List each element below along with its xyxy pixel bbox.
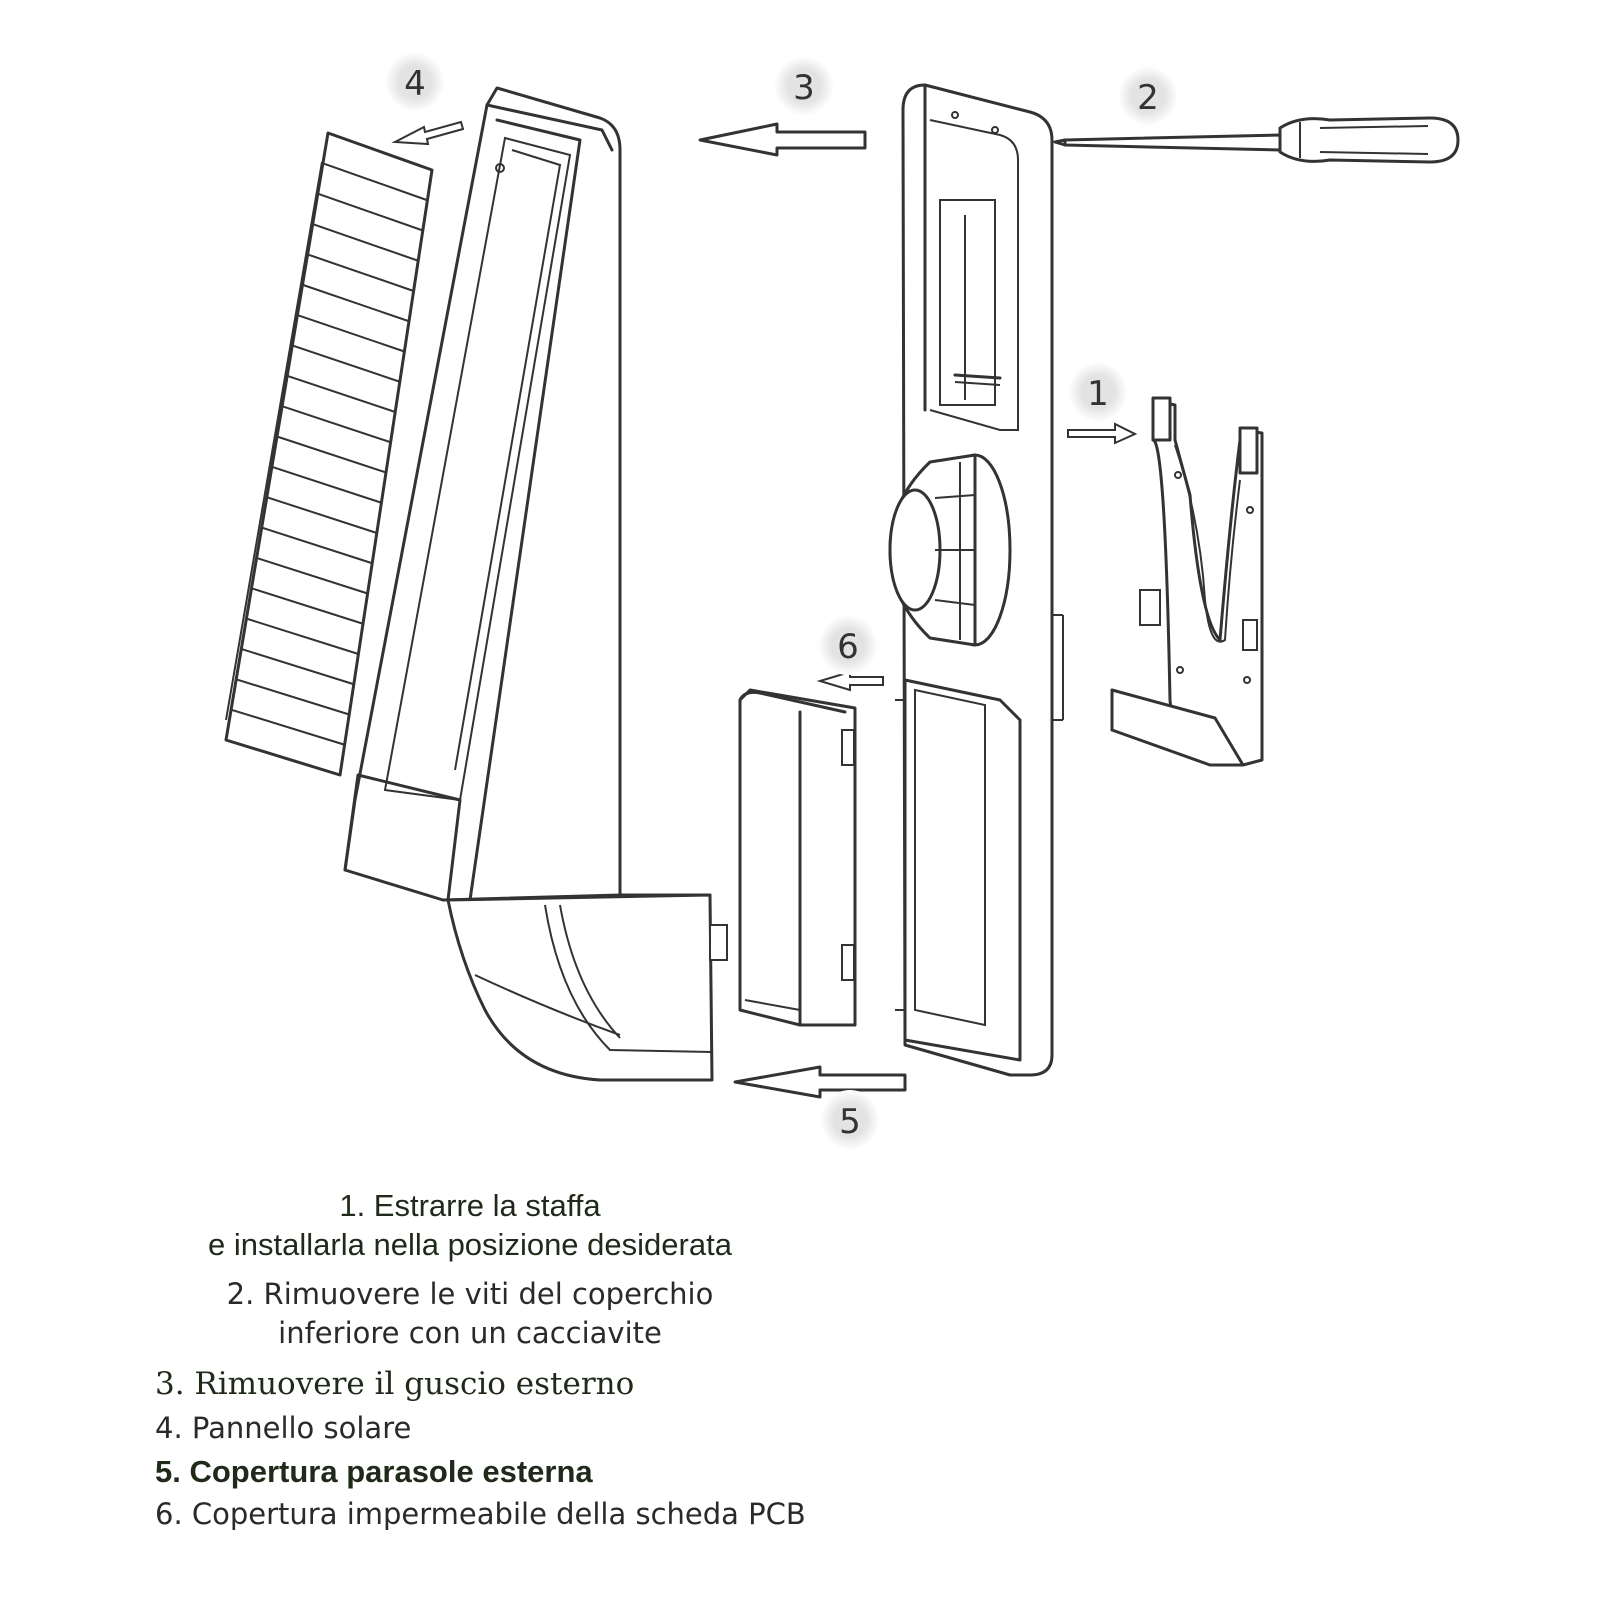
badge-2-label: 2 (1137, 78, 1159, 118)
solar-panel-slat (230, 708, 345, 746)
step-2-line-1: 2. Rimuovere le viti del coperchio (226, 1277, 714, 1311)
solar-panel-slat (266, 496, 378, 534)
solar-panel-slat (246, 617, 359, 655)
mounting-bracket (1110, 396, 1264, 767)
solar-panel-slat (317, 192, 424, 232)
outer-shell (343, 86, 728, 1082)
arrow-step-6 (816, 670, 884, 692)
step-3: 3. Rimuovere il guscio esterno (155, 1366, 635, 1402)
badge-4: 4 (385, 52, 445, 112)
solar-panel-edge (225, 161, 323, 721)
solar-panel-slat (322, 162, 428, 202)
solar-panel-slat (251, 587, 364, 625)
solar-panel-slat (302, 283, 410, 323)
exploded-assembly-diagram: 4 3 2 1 6 5 (224, 52, 1460, 1150)
solar-panel-slat (256, 556, 368, 595)
pcb-waterproof-cover (738, 688, 857, 1027)
badge-2: 2 (1118, 66, 1178, 126)
step-2-line-2: inferiore con un cacciavite (278, 1316, 662, 1350)
solar-panel-slat (276, 435, 387, 474)
step-6: 6. Copertura impermeabile della scheda P… (155, 1497, 806, 1531)
screwdriver (1053, 116, 1460, 164)
solar-panel (224, 131, 434, 777)
solar-panel-slat (307, 253, 414, 292)
step-5: 5. Copertura parasole esterna (155, 1454, 593, 1489)
arrow-step-1 (1067, 422, 1138, 445)
badge-1-label: 1 (1087, 374, 1109, 414)
solar-panel-slat (271, 465, 382, 504)
badge-5-label: 5 (839, 1102, 861, 1142)
step-4: 4. Pannello solare (155, 1411, 412, 1445)
solar-panel-slat (286, 374, 396, 413)
knob (888, 453, 1012, 647)
badge-6: 6 (818, 615, 878, 675)
solar-panel-slat (261, 526, 373, 565)
solar-panel-slat (297, 314, 405, 353)
step-1-line-2: e installarla nella posizione desiderata (208, 1227, 732, 1262)
badge-3: 3 (774, 56, 834, 116)
solar-panel-slat (235, 678, 350, 716)
solar-panel-slat (241, 647, 355, 686)
step-1-line-1: 1. Estrarre la staffa (339, 1188, 601, 1223)
arrow-step-4 (391, 120, 465, 146)
arrow-step-5 (733, 1065, 907, 1099)
solar-panel-slat (312, 223, 419, 262)
badge-4-label: 4 (404, 64, 426, 104)
badge-3-label: 3 (793, 68, 815, 108)
badge-1: 1 (1068, 362, 1128, 422)
badge-5: 5 (820, 1090, 880, 1150)
badge-6-label: 6 (837, 627, 859, 667)
arrow-step-3 (698, 122, 867, 157)
back-plate (888, 83, 1064, 1077)
solar-panel-slat (291, 344, 401, 383)
solar-panel-slat (281, 405, 391, 444)
